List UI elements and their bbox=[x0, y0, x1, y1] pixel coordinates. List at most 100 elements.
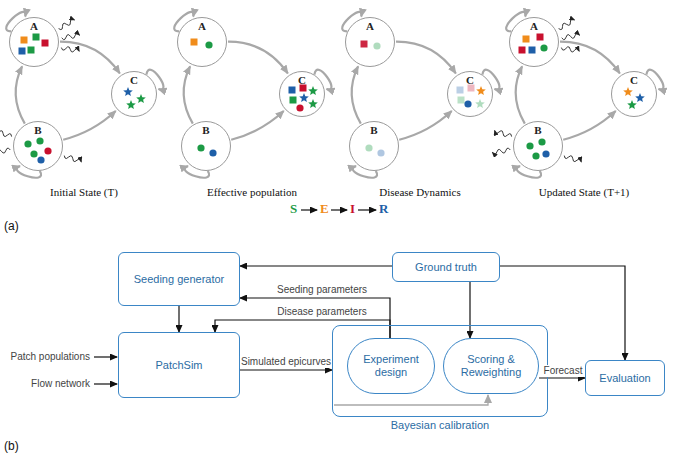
group-title: Bayesian calibration bbox=[333, 419, 547, 432]
input-arrows bbox=[94, 357, 117, 384]
patch-letter: B bbox=[514, 124, 562, 136]
agent-square bbox=[290, 97, 297, 104]
patch-circle: B bbox=[181, 121, 231, 171]
patch-letter: B bbox=[14, 124, 62, 136]
agent-dot bbox=[36, 137, 43, 144]
agent-dot bbox=[205, 41, 212, 48]
self-loop bbox=[314, 70, 331, 90]
agent-square bbox=[28, 47, 35, 54]
patch-circle: A bbox=[9, 17, 59, 67]
patch-circle: A bbox=[509, 17, 559, 67]
agent-star bbox=[299, 93, 309, 102]
patch-contents bbox=[0, 12, 663, 178]
self-loop bbox=[342, 12, 361, 31]
flow-arc bbox=[396, 42, 456, 74]
panel-caption: Disease Dynamics bbox=[340, 186, 500, 199]
agent-star bbox=[126, 100, 136, 109]
patch-letter: A bbox=[346, 20, 394, 32]
movement-arrow bbox=[495, 131, 512, 137]
agent-dot bbox=[30, 150, 37, 157]
movement-arrow bbox=[559, 19, 575, 30]
agent-dot bbox=[197, 144, 204, 151]
agent-star bbox=[308, 99, 318, 108]
state-letter: S bbox=[290, 202, 297, 217]
patch-letter: C bbox=[448, 74, 492, 86]
panel-caption: Initial State (T) bbox=[4, 186, 164, 199]
process-box: Seeding generator bbox=[118, 252, 240, 306]
patch-letter: A bbox=[510, 20, 558, 32]
edge-label: Forecast bbox=[543, 365, 584, 377]
agent-dot bbox=[44, 147, 51, 154]
agent-square bbox=[33, 34, 40, 41]
agent-dot bbox=[464, 100, 471, 107]
movement-arrow bbox=[61, 47, 79, 52]
patch-circle: C bbox=[279, 71, 325, 117]
agent-dot bbox=[538, 138, 545, 145]
agent-star bbox=[476, 86, 486, 95]
agent-square bbox=[42, 40, 49, 47]
agent-dot bbox=[540, 44, 547, 51]
patch-letter: C bbox=[112, 74, 156, 86]
node-text: Seeding generator bbox=[134, 273, 225, 286]
agent-star bbox=[635, 93, 645, 102]
patch-circle: C bbox=[447, 71, 493, 117]
agent-star bbox=[475, 99, 485, 108]
agent-star bbox=[123, 87, 133, 96]
internal-flow bbox=[334, 395, 488, 405]
flow-arc bbox=[231, 111, 284, 140]
self-loop bbox=[17, 166, 41, 178]
panel-caption: Effective population bbox=[172, 186, 332, 199]
patch-letter: A bbox=[10, 20, 58, 32]
panel-caption: Updated State (T+1) bbox=[504, 186, 664, 199]
agent-square bbox=[21, 37, 28, 44]
flow-arc bbox=[516, 66, 525, 123]
self-loop bbox=[174, 12, 193, 31]
agent-square bbox=[458, 97, 465, 104]
state-letter: I bbox=[350, 202, 355, 217]
self-loop bbox=[6, 12, 25, 31]
self-loop bbox=[146, 70, 163, 90]
process-box: Evaluation bbox=[585, 360, 665, 396]
node-text: Evaluation bbox=[599, 372, 650, 385]
patch-letter: A bbox=[178, 20, 226, 32]
patch-letter: B bbox=[350, 124, 398, 136]
flow-arc bbox=[60, 42, 120, 74]
flow-arc bbox=[184, 66, 193, 123]
agent-square bbox=[289, 87, 296, 94]
process-box: PatchSim bbox=[118, 332, 240, 398]
agent-square bbox=[19, 48, 26, 55]
connector bbox=[240, 265, 392, 266]
agent-dot bbox=[532, 152, 539, 159]
agent-dot bbox=[542, 150, 549, 157]
movement-arrow bbox=[493, 148, 511, 154]
flow-arc bbox=[563, 111, 616, 140]
self-loop bbox=[517, 166, 541, 178]
connector bbox=[469, 282, 470, 338]
agent-star bbox=[627, 100, 637, 109]
flow-arc bbox=[560, 42, 620, 74]
patch-letter: B bbox=[182, 124, 230, 136]
step-pill: Scoring & Reweighting bbox=[443, 338, 539, 394]
flow-arc bbox=[63, 111, 115, 140]
flow-arrow bbox=[358, 209, 376, 210]
agent-square bbox=[361, 41, 368, 48]
flow-arrow bbox=[301, 209, 317, 210]
flow-arc bbox=[16, 66, 25, 123]
node-text: Ground truth bbox=[415, 261, 477, 274]
agent-dot bbox=[377, 149, 384, 156]
connector bbox=[215, 320, 390, 338]
agent-dot bbox=[296, 104, 303, 111]
node-text: Scoring & Reweighting bbox=[450, 353, 532, 379]
data-box: Ground truth bbox=[392, 252, 500, 282]
movement-arrow bbox=[0, 131, 12, 137]
flow-arc bbox=[399, 111, 452, 140]
patch-circle: B bbox=[513, 121, 563, 171]
movement-arrow bbox=[564, 156, 581, 162]
connector bbox=[178, 306, 179, 332]
agent-star bbox=[308, 86, 318, 95]
movement-arrow bbox=[0, 148, 10, 154]
patch-letter: C bbox=[280, 74, 324, 86]
input-arrow bbox=[94, 383, 117, 384]
